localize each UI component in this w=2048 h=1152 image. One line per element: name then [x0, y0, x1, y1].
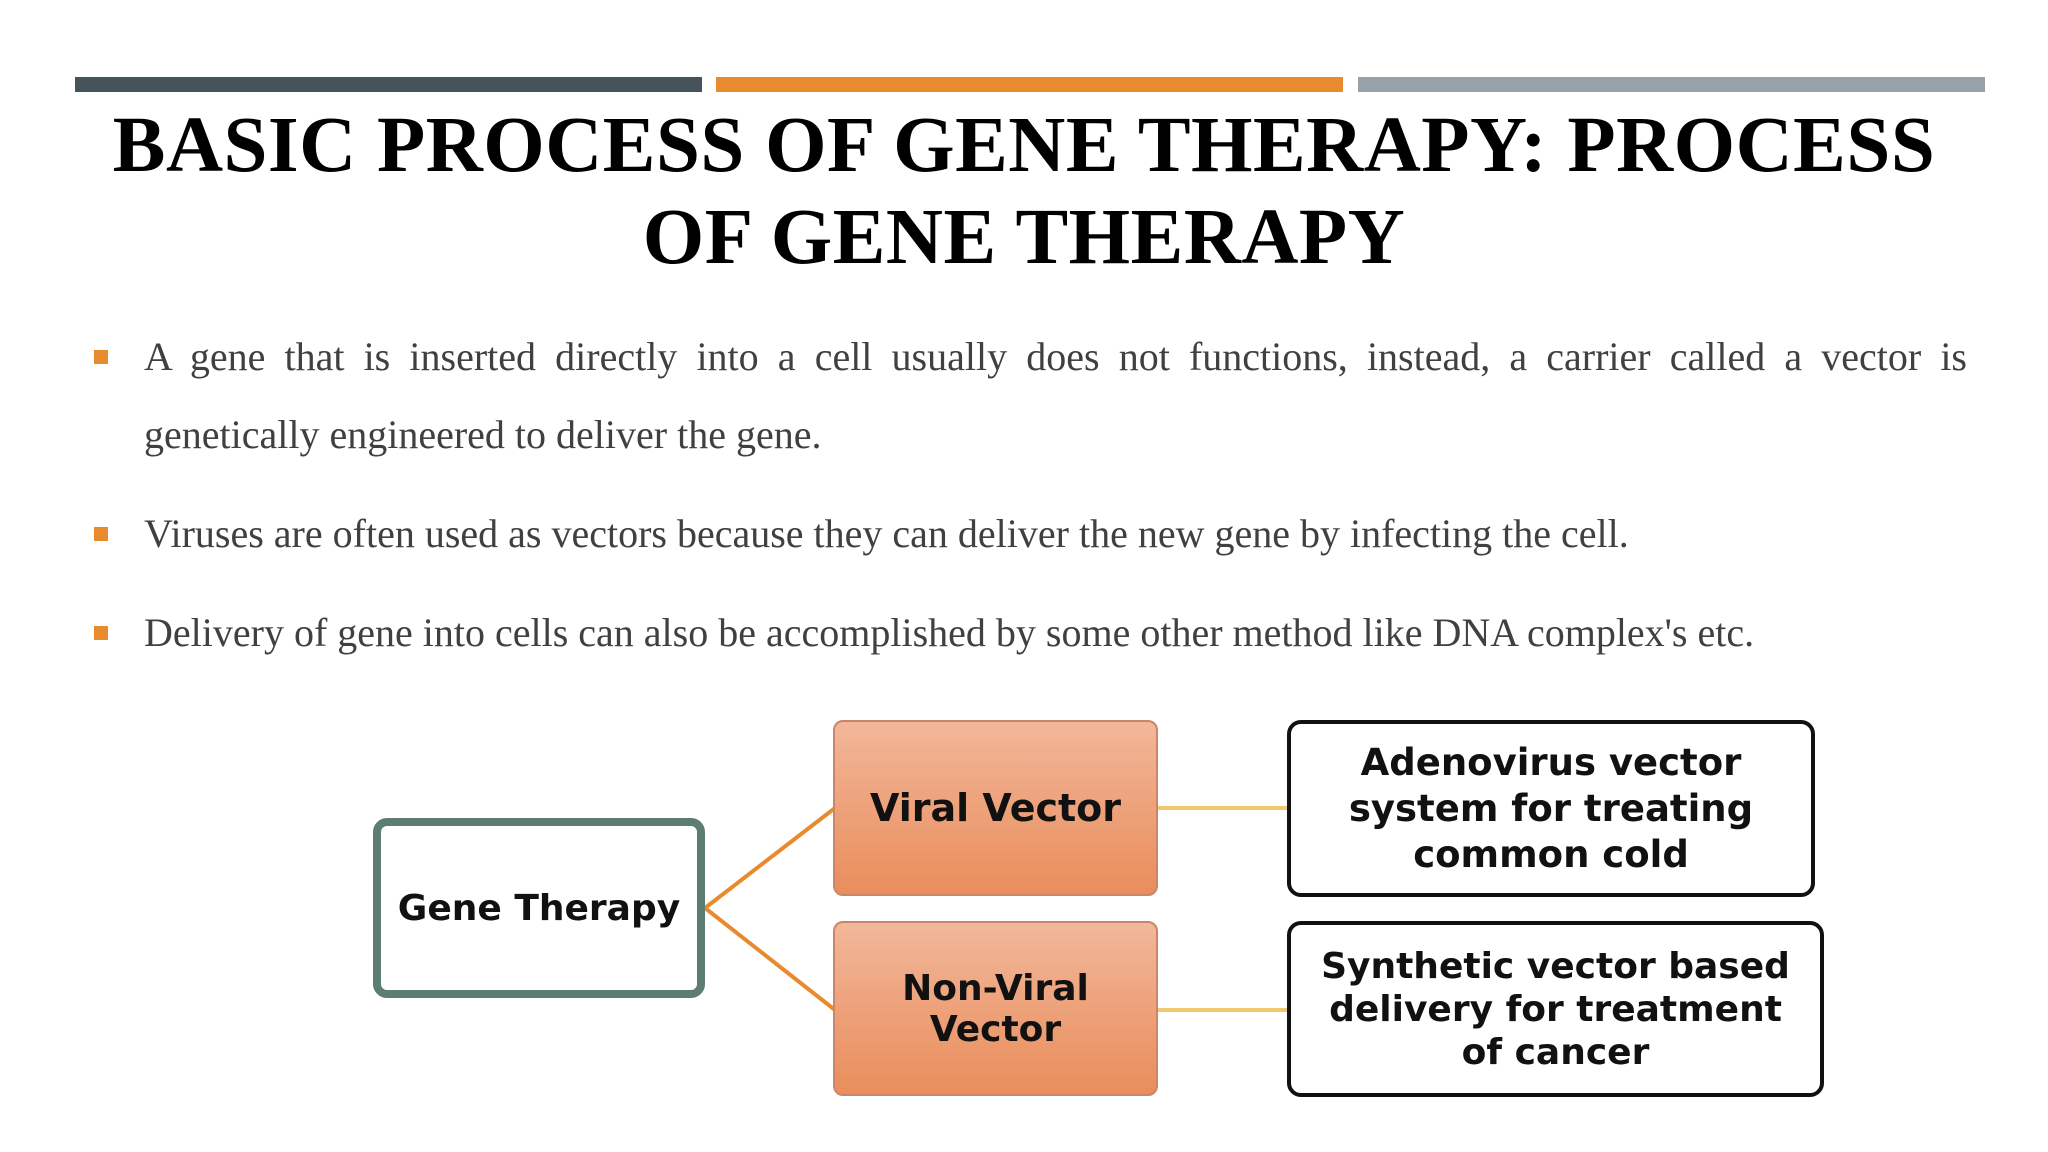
node-synthetic-example: Synthetic vector based delivery for trea… [1287, 921, 1824, 1097]
bullet-item: Viruses are often used as vectors becaus… [92, 495, 1967, 573]
bullet-text-line: genetically engineered to deliver the ge… [144, 412, 822, 457]
connector-root-nonviral [703, 906, 837, 1012]
square-bullet-icon [94, 527, 108, 541]
bullet-text: Viruses are often used as vectors becaus… [144, 511, 1629, 556]
node-viral-vector: Viral Vector [833, 720, 1158, 896]
top-bar-orange [716, 77, 1343, 92]
bullet-text-line: A gene that is inserted directly into a … [144, 334, 1967, 379]
connector-root-viral [703, 806, 837, 910]
bullet-list: A gene that is inserted directly into a … [92, 318, 1967, 672]
bullet-text: Delivery of gene into cells can also be … [144, 610, 1755, 655]
top-bar-dark [75, 77, 702, 92]
square-bullet-icon [94, 626, 108, 640]
bullet-item: Delivery of gene into cells can also be … [92, 594, 1967, 672]
node-gene-therapy: Gene Therapy [373, 818, 705, 998]
node-non-viral-vector: Non-Viral Vector [833, 921, 1158, 1096]
node-adenovirus-example: Adenovirus vector system for treating co… [1287, 720, 1815, 897]
slide-title: BASIC PROCESS OF GENE THERAPY: PROCESS O… [112, 102, 1936, 281]
top-bar-gray [1358, 77, 1985, 92]
square-bullet-icon [94, 350, 108, 364]
bullet-item: A gene that is inserted directly into a … [92, 318, 1967, 474]
